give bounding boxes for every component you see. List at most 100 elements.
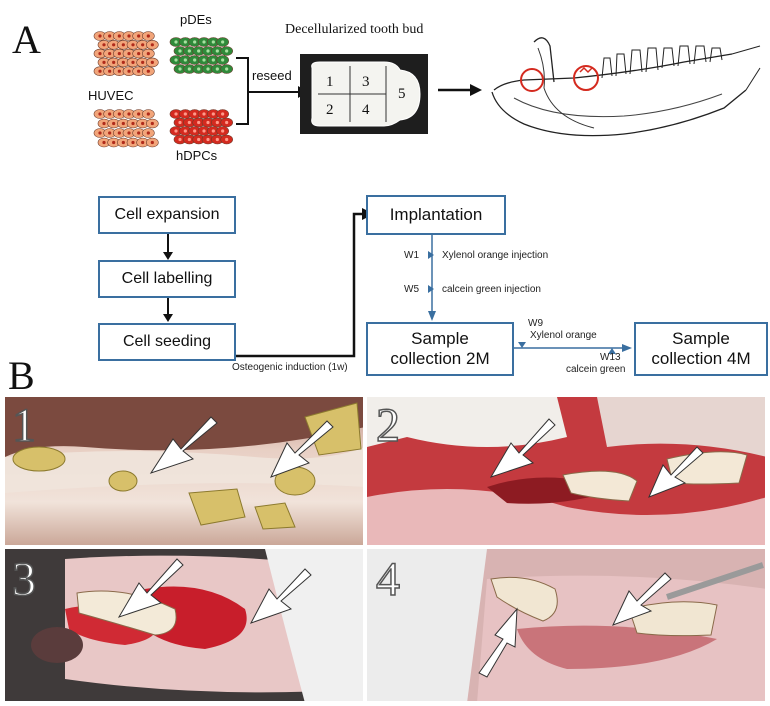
cell-nucleus	[112, 43, 116, 47]
cell-nucleus	[112, 121, 116, 126]
region-5: 5	[398, 86, 406, 102]
cell-nucleus	[183, 40, 187, 44]
cell-nucleus	[102, 60, 106, 64]
cell-nucleus	[141, 140, 145, 145]
cell-nucleus	[225, 137, 229, 142]
arrow-to-jaw	[438, 84, 482, 96]
cell-nucleus	[108, 69, 112, 73]
cell-nucleus	[178, 67, 182, 71]
cell-nucleus	[174, 129, 178, 133]
cell-nucleus	[206, 67, 210, 71]
photo-3	[4, 548, 364, 702]
panel-a-letter: A	[12, 17, 41, 62]
cell-nucleus	[221, 40, 225, 44]
tooth-bud-image	[300, 54, 428, 134]
w9-label: W9	[528, 318, 543, 329]
cell-nucleus	[98, 112, 102, 116]
cell-nucleus	[197, 120, 201, 125]
cell-nucleus	[215, 67, 219, 71]
cell-nucleus	[221, 112, 225, 116]
cell-nucleus	[178, 49, 182, 53]
cell-nucleus	[202, 58, 206, 62]
cell-nucleus	[150, 140, 154, 145]
cell-nucleus	[102, 140, 106, 145]
cell-nucleus	[131, 121, 135, 126]
sample-4m-line1: Sample	[672, 329, 730, 348]
cell-nucleus	[183, 58, 187, 62]
cell-nucleus	[112, 140, 116, 145]
reseed-label: reseed	[252, 68, 292, 83]
reseed-arrow	[236, 57, 308, 125]
cell-nucleus	[112, 60, 116, 64]
step-cell-expansion: Cell expansion	[98, 196, 236, 234]
cell-nucleus	[98, 69, 102, 73]
cell-nucleus	[137, 52, 141, 56]
cell-nucleus	[150, 121, 154, 126]
cell-nucleus	[137, 131, 141, 135]
cell-nucleus	[117, 34, 121, 38]
cell-nucleus	[215, 120, 219, 125]
cell-nucleus	[187, 49, 191, 53]
cell-nucleus	[202, 129, 206, 133]
cell-nucleus	[193, 58, 197, 62]
cell-nucleus	[131, 43, 135, 47]
cell-nucleus	[108, 34, 112, 38]
cell-nucleus	[98, 34, 102, 38]
w1-label: W1	[404, 250, 419, 261]
cell-nucleus	[137, 34, 141, 38]
hdpcs-label: hDPCs	[176, 148, 218, 163]
cell-nucleus	[211, 112, 215, 116]
cell-nucleus	[127, 131, 131, 135]
sample-collection-4m: Sample collection 4M	[634, 322, 768, 376]
cell-nucleus	[146, 112, 150, 116]
cell-nucleus	[193, 112, 197, 116]
cell-nucleus	[117, 112, 121, 116]
cell-nucleus	[127, 52, 131, 56]
pdes-label: pDEs	[180, 12, 212, 27]
cell-nucleus	[98, 131, 102, 135]
cell-nucleus	[187, 137, 191, 142]
cell-nucleus	[202, 112, 206, 116]
cell-nucleus	[225, 49, 229, 53]
cell-nucleus	[197, 137, 201, 142]
region-4: 4	[362, 102, 370, 118]
cell-nucleus	[146, 69, 150, 73]
cell-nucleus	[108, 131, 112, 135]
huvec-cells-bottom	[93, 109, 159, 148]
cell-nucleus	[206, 120, 210, 125]
cell-nucleus	[187, 67, 191, 71]
cell-nucleus	[117, 52, 121, 56]
photo-3-number: 3	[11, 552, 37, 607]
cell-nucleus	[108, 112, 112, 116]
xylenol-orange-label: Xylenol orange	[530, 330, 597, 341]
cell-nucleus	[131, 140, 135, 145]
cell-nucleus	[102, 43, 106, 47]
cell-nucleus	[225, 120, 229, 125]
calcein-injection-label: calcein green injection	[442, 284, 541, 295]
photo-4	[366, 548, 766, 702]
panel-b-letter: B	[8, 353, 35, 398]
cell-nucleus	[211, 58, 215, 62]
cell-nucleus	[121, 121, 125, 126]
pdes-cells	[169, 37, 233, 74]
cell-nucleus	[211, 40, 215, 44]
cell-nucleus	[193, 40, 197, 44]
cell-nucleus	[141, 121, 145, 126]
cell-nucleus	[187, 120, 191, 125]
region-1: 1	[326, 74, 334, 90]
sample-2m-line1: Sample	[411, 329, 469, 348]
cell-nucleus	[193, 129, 197, 133]
osteogenic-label: Osteogenic induction (1w)	[232, 362, 348, 373]
step-cell-seeding: Cell seeding	[98, 323, 236, 361]
cell-nucleus	[183, 112, 187, 116]
sample-4m-line2: collection 4M	[651, 349, 751, 368]
cell-nucleus	[202, 40, 206, 44]
cell-nucleus	[121, 60, 125, 64]
cell-nucleus	[137, 112, 141, 116]
cell-nucleus	[178, 120, 182, 125]
cell-nucleus	[221, 58, 225, 62]
cell-nucleus	[174, 58, 178, 62]
huvec-cells-top	[93, 31, 159, 77]
tooth-bud-title: Decellularized tooth bud	[285, 22, 424, 37]
cell-nucleus	[108, 52, 112, 56]
